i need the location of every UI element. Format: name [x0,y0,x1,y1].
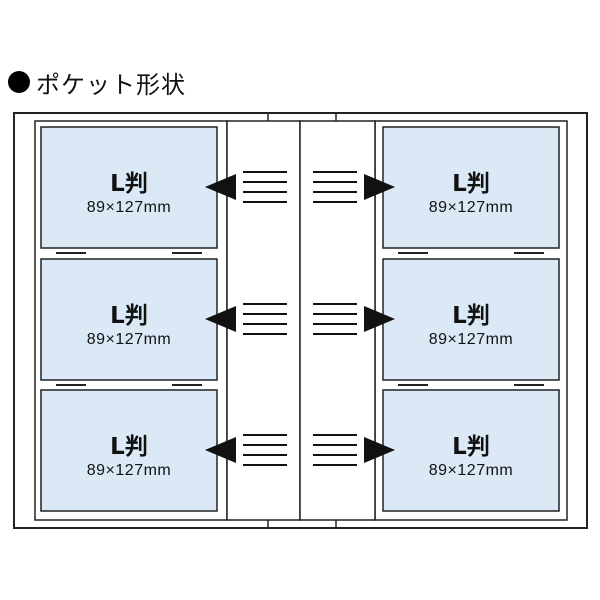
photo-pocket: L判 89×127mm [382,389,560,512]
insert-direction-left [205,434,287,466]
pocket-title: L判 [110,434,148,460]
section-header: ポケット形状 [8,62,186,102]
arrow-right-icon [364,174,395,200]
pocket-title: L判 [110,171,148,197]
insert-direction-left [205,303,287,335]
arrow-left-icon [205,306,236,332]
pocket-title: L判 [452,171,490,197]
photo-pocket: L判 89×127mm [40,389,218,512]
pocket-window [382,389,560,512]
insert-direction-right [313,434,395,466]
section-title: ポケット形状 [36,70,186,99]
photo-pocket: L判 89×127mm [40,258,218,386]
pocket-window [40,258,218,381]
photo-pocket: L判 89×127mm [382,126,560,254]
arrow-right-icon [364,306,395,332]
arrow-right-icon [364,437,395,463]
marks-layer [205,171,395,466]
pocket-window [40,389,218,512]
pocket-size: 89×127mm [429,199,514,216]
spine-left-panel [226,120,301,521]
insert-direction-right [313,171,395,203]
insert-direction-right [313,303,395,335]
photo-pocket: L判 89×127mm [382,258,560,386]
pocket-size: 89×127mm [429,462,514,479]
arrow-left-icon [205,437,236,463]
pocket-size: 89×127mm [87,462,172,479]
pocket-title: L判 [452,434,490,460]
pocket-size: 89×127mm [429,331,514,348]
pocket-size: 89×127mm [87,199,172,216]
pocket-title: L判 [110,303,148,329]
pocket-title: L判 [452,303,490,329]
pockets-layer: L判89×127mmL判89×127mmL判89×127mmL判89×127mm… [40,126,560,512]
insert-direction-left [205,171,287,203]
arrow-left-icon [205,174,236,200]
bullet-icon [8,71,30,93]
pocket-window [40,126,218,249]
pocket-size: 89×127mm [87,331,172,348]
pocket-window [382,258,560,381]
photo-pocket: L判 89×127mm [40,126,218,254]
pocket-window [382,126,560,249]
spine-right-panel [299,120,376,521]
